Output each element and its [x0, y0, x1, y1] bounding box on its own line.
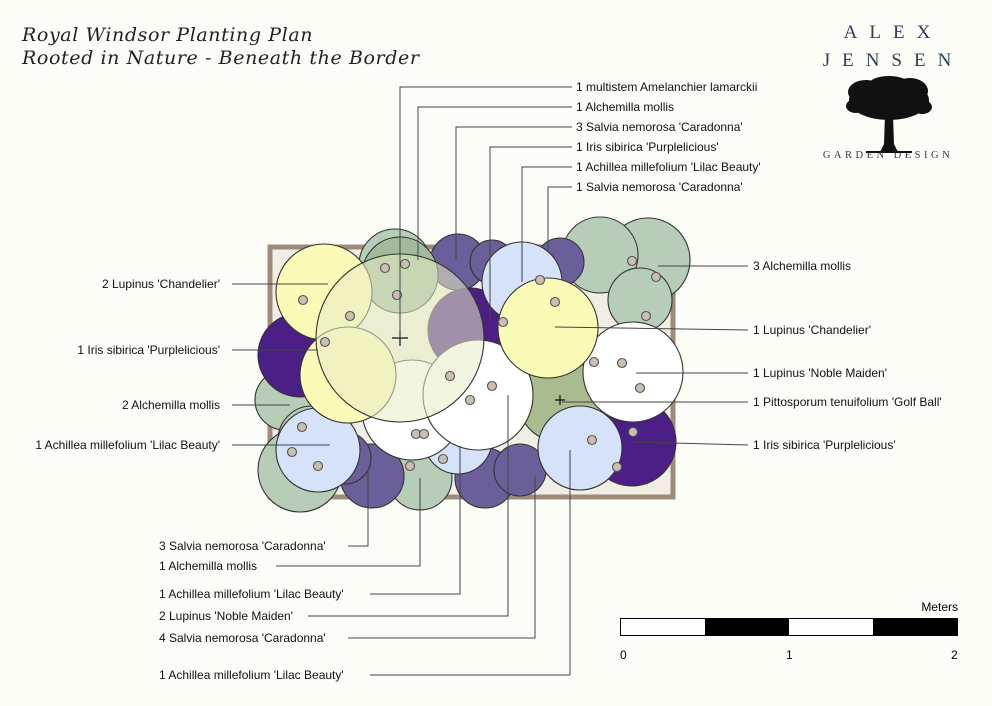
scale-unit: Meters: [921, 600, 958, 614]
plant-centre-marker: [296, 421, 308, 433]
label-lupinus-noble-bottom: 2 Lupinus 'Noble Maiden': [159, 609, 294, 623]
plant-centre-marker: [588, 356, 600, 368]
label-pittosporum: 1 Pittosporum tenuifolium 'Golf Ball': [753, 395, 942, 409]
label-salvia-top-1: 1 Salvia nemorosa 'Caradonna': [576, 180, 743, 194]
leader-line: [489, 146, 572, 320]
label-lupinus-noble-right: 1 Lupinus 'Noble Maiden': [753, 366, 888, 380]
plant-centre-marker: [640, 310, 652, 322]
label-achillea-top: 1 Achillea millefolium 'Lilac Beauty': [576, 160, 761, 174]
leader-line: [370, 450, 571, 676]
label-achillea-left: 1 Achillea millefolium 'Lilac Beauty': [35, 438, 220, 452]
label-lupinus-chandelier-left: 2 Lupinus 'Chandelier': [102, 277, 220, 291]
plant-centre-marker: [418, 428, 430, 440]
company-logo: ALEX JENSEN GARDEN DESIGN: [808, 22, 968, 161]
plant-centre-marker: [534, 274, 546, 286]
label-iris-top: 1 Iris sibirica 'Purplelicious': [576, 140, 719, 154]
leader-line: [417, 106, 572, 260]
label-achillea-bottom-2: 1 Achillea millefolium 'Lilac Beauty': [159, 668, 344, 682]
label-alchemilla-left: 2 Alchemilla mollis: [121, 398, 220, 412]
leader-line: [348, 476, 536, 639]
plant-centre-marker: [549, 296, 561, 308]
plant-centre-marker: [391, 289, 403, 301]
leader-line: [276, 478, 421, 567]
label-iris-left: 1 Iris sibirica 'Purplelicious': [77, 343, 220, 357]
lupinus-noble-maiden-plant: [582, 321, 684, 423]
plant-centre-marker: [616, 357, 628, 369]
scale-segment: [789, 619, 873, 635]
plant-centre-marker: [444, 370, 456, 382]
plant-centre-marker: [437, 453, 449, 465]
plant-centre-marker: [286, 446, 298, 458]
leader-line: [633, 441, 749, 446]
label-achillea-bottom-1: 1 Achillea millefolium 'Lilac Beauty': [159, 587, 344, 601]
label-alchemilla-top: 1 Alchemilla mollis: [576, 100, 675, 114]
label-salvia-bottom-3: 3 Salvia nemorosa 'Caradonna': [159, 539, 326, 553]
plant-centre-marker: [379, 262, 391, 274]
achillea-lilac-beauty-plant: [537, 405, 623, 491]
scale-bar-segments: [620, 618, 958, 636]
plant-centre-marker: [634, 382, 646, 394]
leader-line: [370, 446, 461, 595]
plant-centre-marker: [404, 460, 416, 472]
tree-logo-icon: [846, 76, 932, 153]
plan-title: Royal Windsor Planting Plan Rooted in Na…: [22, 24, 420, 70]
leader-line: [547, 186, 572, 250]
logo-line-3: GARDEN DESIGN: [822, 150, 954, 161]
plant-centre-marker: [650, 271, 662, 283]
plant-centre-marker: [312, 460, 324, 472]
leader-line: [308, 395, 509, 617]
lupinus-chandelier-plant: [497, 277, 599, 379]
label-salvia-top-3: 3 Salvia nemorosa 'Caradonna': [576, 120, 743, 134]
label-alchemilla-bottom: 1 Alchemilla mollis: [159, 559, 258, 573]
plant-centre-marker: [611, 461, 623, 473]
scale-bar: Meters 0 1 2: [620, 600, 960, 670]
plant-centre-marker: [319, 336, 331, 348]
leader-line: [399, 86, 572, 338]
leader-line: [348, 470, 369, 547]
plant-centre-marker: [486, 380, 498, 392]
scale-tick-1: 1: [786, 648, 793, 662]
leader-line: [455, 126, 572, 260]
plant-centre-marker: [586, 434, 598, 446]
title-line-2: Rooted in Nature - Beneath the Border: [22, 47, 420, 69]
label-alchemilla-right: 3 Alchemilla mollis: [753, 259, 852, 273]
scale-tick-0: 0: [620, 648, 627, 662]
tree-centre-cross-icon: [555, 395, 565, 405]
label-lupinus-chandelier-right: 1 Lupinus 'Chandelier': [753, 323, 871, 337]
label-amelanchier: 1 multistem Amelanchier lamarckii: [576, 80, 758, 94]
plant-centre-marker: [344, 310, 356, 322]
plant-centre-marker: [626, 255, 638, 267]
scale-segment: [705, 619, 789, 635]
scale-segment: [621, 619, 705, 635]
plant-centre-marker: [627, 426, 639, 438]
scale-tick-2: 2: [951, 648, 958, 662]
plant-centre-marker: [297, 294, 309, 306]
title-line-1: Royal Windsor Planting Plan: [22, 24, 314, 46]
logo-line-1: ALEX: [843, 22, 943, 43]
plant-centre-marker: [464, 394, 476, 406]
logo-line-2: JENSEN: [822, 50, 964, 71]
label-salvia-bottom-4: 4 Salvia nemorosa 'Caradonna': [159, 631, 326, 645]
label-iris-right: 1 Iris sibirica 'Purplelicious': [753, 438, 896, 452]
scale-segment: [873, 619, 957, 635]
plant-centre-marker: [497, 316, 509, 328]
leader-line: [554, 326, 749, 331]
plant-centre-marker: [399, 258, 411, 270]
leader-line: [521, 166, 572, 282]
